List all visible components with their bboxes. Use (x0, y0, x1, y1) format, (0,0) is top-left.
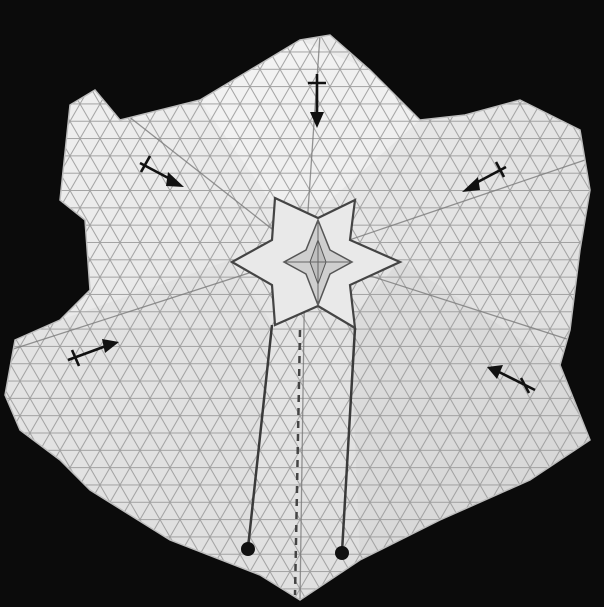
end-dot-left (241, 542, 255, 556)
end-dot-right (335, 546, 349, 560)
